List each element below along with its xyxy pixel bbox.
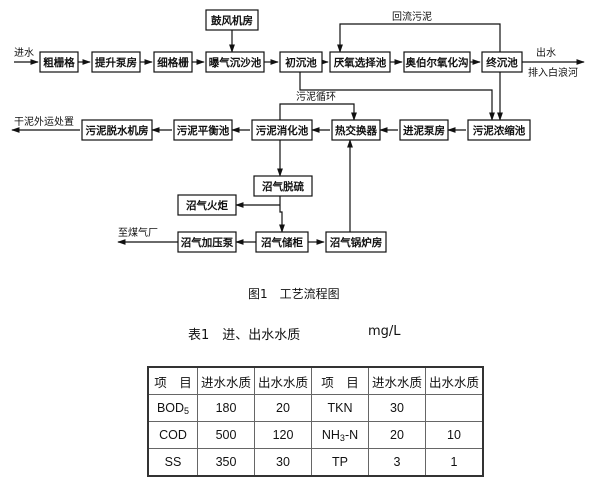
node-primary-clarifier: 初沉池 [279, 51, 323, 73]
node-gas-holder-label: 沼气储柜 [261, 236, 303, 249]
node-gas-holder: 沼气储柜 [255, 231, 309, 253]
label-discharge: 排入白浪河 [528, 66, 578, 79]
value-cell: 20 [254, 394, 312, 422]
header-cell: 出水水质 [425, 366, 484, 395]
value-cell: 120 [254, 421, 312, 449]
node-coarse-screen-label: 粗栅格 [43, 56, 75, 69]
edge-desulf-to-holder [279, 196, 285, 233]
node-sludge-feed-pump: 进泥泵房 [399, 119, 449, 141]
node-gas-booster: 沼气加压泵 [177, 231, 237, 253]
node-sludge-thickener: 污泥浓缩池 [467, 119, 531, 141]
header-cell: 进水水质 [197, 366, 255, 395]
parameter-name: BOD [156, 400, 185, 415]
value-cell: 1 [425, 448, 484, 477]
table-row: COD 500 120 NH3-N 20 10 [147, 421, 484, 449]
parameter-subscript: 5 [184, 405, 190, 416]
node-fine-screen-label: 细格栅 [157, 56, 189, 69]
edge-sludge-recycle [279, 103, 357, 121]
label-dry-sludge: 干泥外运处置 [14, 115, 74, 128]
node-final-clarifier-label: 终沉池 [486, 56, 518, 69]
label-return-sludge: 回流污泥 [392, 10, 432, 23]
node-fine-screen: 细格栅 [153, 51, 193, 73]
node-desulfurization-label: 沼气脱硫 [262, 180, 304, 193]
node-desulfurization: 沼气脱硫 [253, 175, 313, 197]
edge-return-sludge [337, 23, 501, 53]
node-anoxic-selector-label: 厌氧选择池 [334, 56, 387, 69]
node-digester-label: 污泥消化池 [256, 124, 309, 137]
node-orbal-ditch-label: 奥伯尔氧化沟 [406, 56, 469, 69]
node-orbal-ditch: 奥伯尔氧化沟 [403, 51, 471, 73]
value-cell: 30 [368, 394, 426, 422]
header-cell: 项 目 [311, 366, 369, 395]
label-to-coal-gas: 至煤气厂 [118, 226, 158, 239]
table-unit: mg/L [368, 324, 401, 339]
parameter-cell: TP [311, 448, 369, 477]
parameter-name: NH [321, 427, 340, 442]
node-flare-label: 沼气火炬 [186, 199, 228, 212]
node-flare: 沼气火炬 [177, 194, 237, 216]
node-sludge-thickener-label: 污泥浓缩池 [473, 124, 526, 137]
table-header-row: 项 目 进水水质 出水水质 项 目 进水水质 出水水质 [147, 366, 484, 395]
node-coarse-screen: 粗栅格 [39, 51, 79, 73]
parameter-name: COD [159, 427, 187, 442]
parameter-cell: NH3-N [311, 421, 369, 449]
parameter-name: TKN [327, 400, 353, 415]
label-inflow: 进水 [14, 47, 34, 59]
node-heat-exchanger: 热交换器 [331, 119, 381, 141]
value-cell: 3 [368, 448, 426, 477]
water-quality-table: 项 目 进水水质 出水水质 项 目 进水水质 出水水质 BOD5 180 20 … [147, 366, 484, 477]
table-title: 表1 进、出水水质 [188, 328, 301, 343]
label-outflow: 出水 [536, 46, 556, 59]
table-row: SS 350 30 TP 3 1 [147, 448, 484, 477]
value-cell: 500 [197, 421, 255, 449]
parameter-cell: SS [147, 448, 198, 477]
parameter-cell: TKN [311, 394, 369, 422]
flow-edges [11, 23, 585, 245]
label-sludge-recycle: 污泥循环 [296, 90, 336, 103]
node-aerated-grit: 曝气沉沙池 [205, 51, 265, 73]
value-cell: 180 [197, 394, 255, 422]
value-cell: 350 [197, 448, 255, 477]
parameter-name: SS [164, 454, 182, 469]
node-boiler-room-label: 沼气锅炉房 [330, 236, 383, 249]
node-blower-room-label: 鼓风机房 [211, 14, 253, 27]
edge-primary-sludge [299, 72, 495, 121]
node-anoxic-selector: 厌氧选择池 [329, 51, 391, 73]
parameter-name: TP [332, 454, 348, 469]
flow-nodes: 粗栅格 提升泵房 细格栅 鼓风机房 曝气沉沙池 初沉池 厌氧选择池 奥伯尔氧化 [39, 9, 531, 253]
node-gas-booster-label: 沼气加压泵 [181, 236, 234, 249]
node-aerated-grit-label: 曝气沉沙池 [209, 56, 262, 69]
process-flow-diagram: 粗栅格 提升泵房 细格栅 鼓风机房 曝气沉沙池 初沉池 厌氧选择池 奥伯尔氧化 [11, 9, 585, 253]
value-cell: 20 [368, 421, 426, 449]
parameter-suffix: -N [344, 427, 359, 442]
node-sludge-feed-pump-label: 进泥泵房 [403, 124, 445, 137]
parameter-cell: COD [147, 421, 198, 449]
node-blower-room: 鼓风机房 [205, 9, 259, 31]
header-cell: 进水水质 [368, 366, 426, 395]
value-cell: 30 [254, 448, 312, 477]
node-primary-clarifier-label: 初沉池 [285, 56, 317, 69]
figure-caption: 图1 工艺流程图 [248, 287, 340, 301]
node-digester: 污泥消化池 [251, 119, 313, 141]
node-dewatering-room: 污泥脱水机房 [81, 119, 153, 141]
node-final-clarifier: 终沉池 [481, 51, 523, 73]
node-lift-pump-label: 提升泵房 [95, 56, 137, 69]
value-cell [425, 394, 484, 422]
node-sludge-balance: 污泥平衡池 [173, 119, 233, 141]
parameter-cell: BOD5 [147, 394, 198, 422]
value-cell: 10 [425, 421, 484, 449]
flow-labels: 进水 出水 排入白浪河 回流污泥 污泥循环 干泥外运处置 至煤气厂 [14, 10, 578, 239]
node-dewatering-room-label: 污泥脱水机房 [86, 124, 149, 137]
node-lift-pump: 提升泵房 [91, 51, 141, 73]
node-sludge-balance-label: 污泥平衡池 [177, 124, 230, 137]
header-cell: 项 目 [147, 366, 198, 395]
node-heat-exchanger-label: 热交换器 [335, 124, 377, 137]
node-boiler-room: 沼气锅炉房 [325, 231, 387, 253]
header-cell: 出水水质 [254, 366, 312, 395]
parameter-subscript: 3 [339, 432, 345, 443]
table-row: BOD5 180 20 TKN 30 [147, 394, 484, 422]
